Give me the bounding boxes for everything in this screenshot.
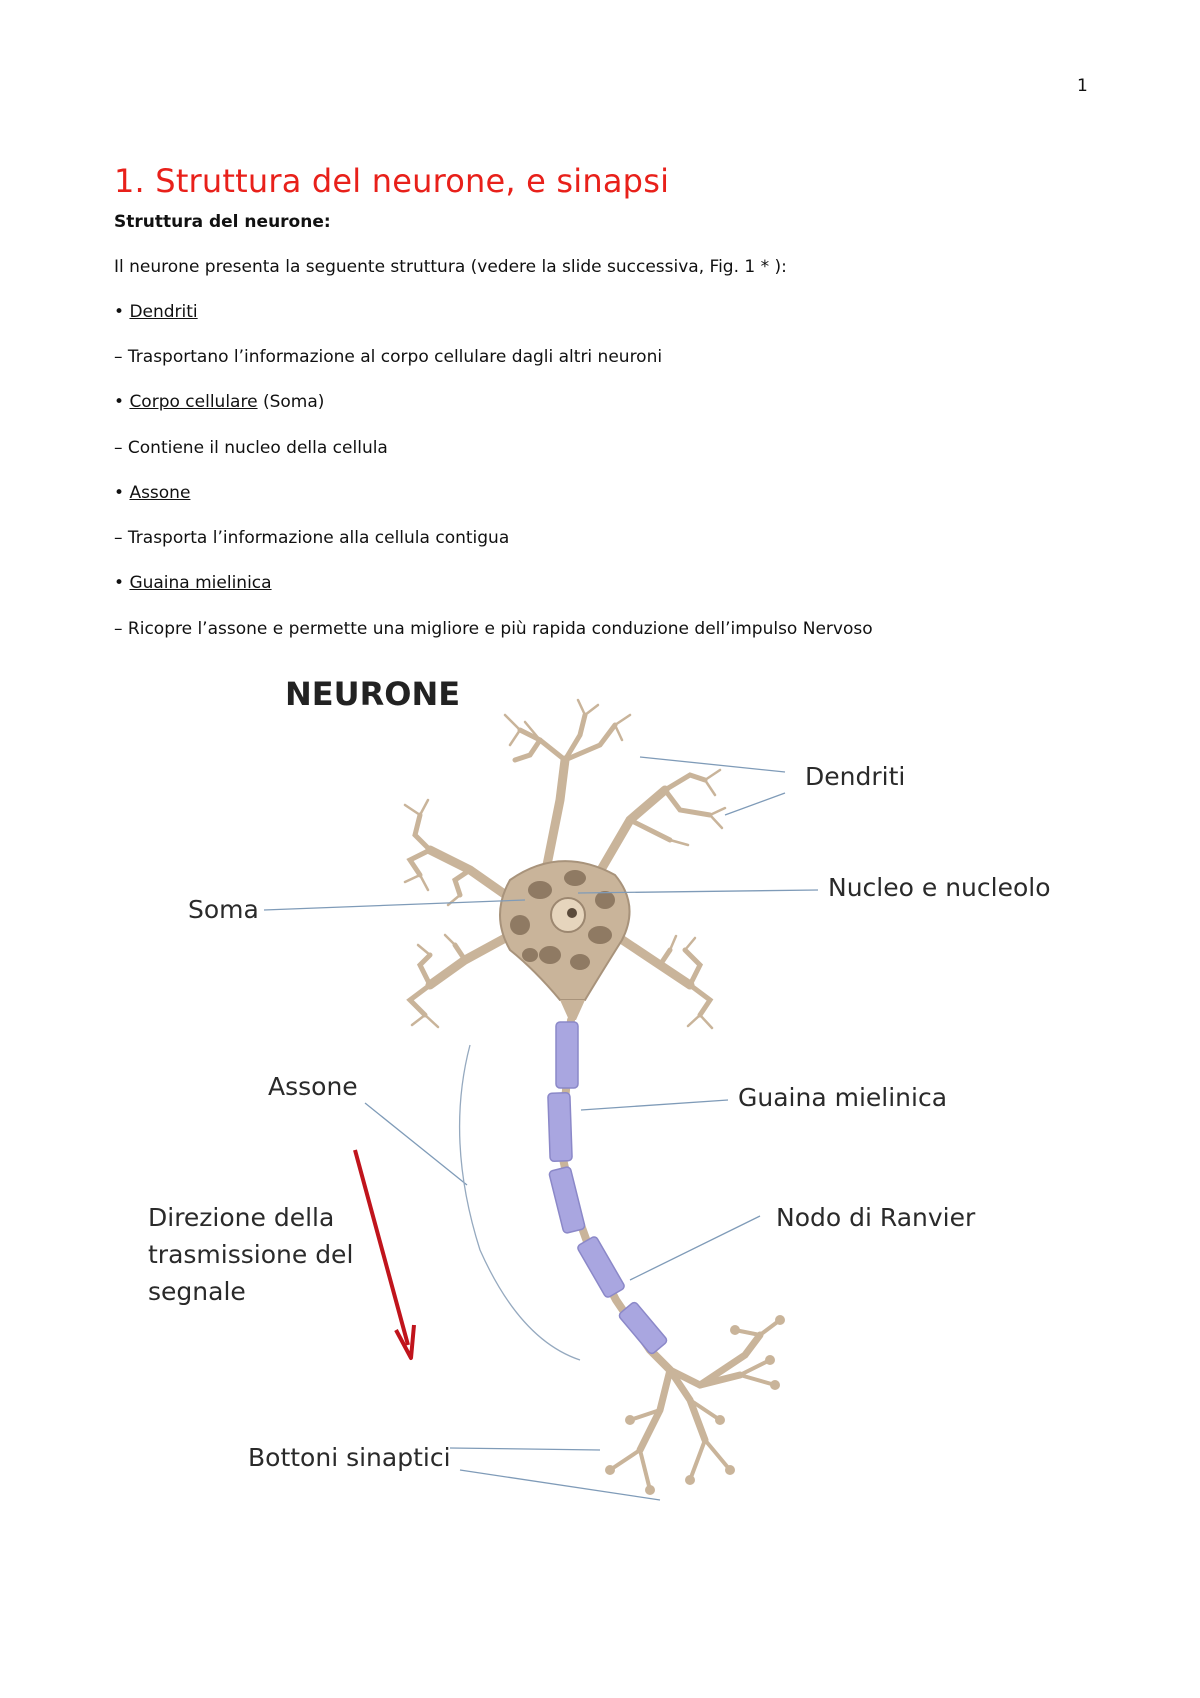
label-bottoni: Bottoni sinaptici (248, 1443, 451, 1472)
subsection-heading: Struttura del neurone: (114, 212, 331, 232)
page-number: 1 (1077, 76, 1088, 96)
myelin-sheath (547, 1021, 668, 1355)
label-soma: Soma (188, 895, 259, 924)
list-item-guaina-mielinica: • Guaina mielinica (114, 573, 272, 593)
axon-terminals (605, 1315, 785, 1495)
label-guaina: Guaina mielinica (738, 1083, 947, 1112)
label-nucleo: Nucleo e nucleolo (828, 873, 1051, 902)
term-corpo-cellulare: Corpo cellulare (129, 392, 258, 412)
list-item-dendriti: • Dendriti (114, 302, 198, 322)
term-assone: Assone (129, 483, 191, 503)
direction-arrow (353, 1149, 416, 1360)
synaptic-buttons (605, 1315, 785, 1495)
label-assone: Assone (268, 1072, 358, 1101)
list-description: – Trasportano l’informazione al corpo ce… (114, 347, 663, 367)
leader-lines (263, 756, 819, 1501)
section-title: 1. Struttura del neurone, e sinapsi (114, 162, 670, 200)
nucleolus (567, 908, 577, 918)
list-description: – Contiene il nucleo della cellula (114, 438, 388, 458)
neuron-diagram: NEURONE (148, 675, 1051, 1501)
label-nodo: Nodo di Ranvier (776, 1203, 976, 1232)
bullet: • (114, 392, 125, 412)
label-dendriti: Dendriti (805, 762, 905, 791)
bullet: • (114, 483, 125, 503)
label-direzione-2: trasmissione del (148, 1240, 353, 1269)
list-item-assone: • Assone (114, 483, 190, 503)
list-item-corpo-cellulare: • Corpo cellulare (Soma) (114, 392, 325, 412)
bullet: • (114, 302, 125, 322)
list-description: – Ricopre l’assone e permette una miglio… (114, 619, 873, 639)
bullet: • (114, 573, 125, 593)
term-guaina-mielinica: Guaina mielinica (129, 573, 272, 593)
figure-title: NEURONE (285, 675, 460, 713)
label-direzione-1: Direzione della (148, 1203, 334, 1232)
label-direzione-3: segnale (148, 1277, 246, 1306)
term-dendriti: Dendriti (129, 302, 198, 322)
intro-paragraph: Il neurone presenta la seguente struttur… (114, 257, 787, 277)
nucleus (550, 897, 586, 933)
list-description: – Trasporta l’informazione alla cellula … (114, 528, 510, 548)
